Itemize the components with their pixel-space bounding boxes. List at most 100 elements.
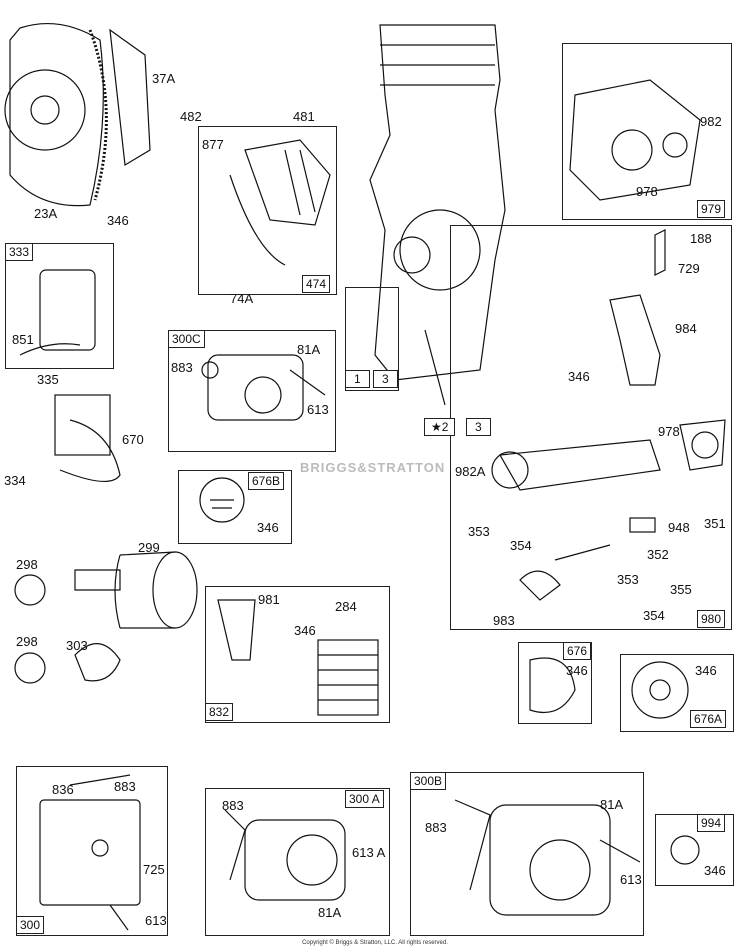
ignition-module-drawing xyxy=(229,139,331,266)
label-351: 351 xyxy=(704,516,726,531)
label-353-2: 353 xyxy=(617,572,639,587)
label-354-1: 354 xyxy=(510,538,532,553)
breather-979-drawing xyxy=(569,79,701,201)
label-613a: 613 A xyxy=(352,845,386,860)
guard-676b-drawing xyxy=(199,477,245,523)
label-346-3: 346 xyxy=(294,623,316,638)
tag-676: 676 xyxy=(563,642,592,660)
tag-676b: 676B xyxy=(248,472,285,490)
guard-676-drawing xyxy=(529,657,689,719)
frame-994 xyxy=(655,814,734,886)
tag-676a: 676A xyxy=(690,710,727,728)
label-481: 481 xyxy=(293,109,315,124)
label-883-2: 883 xyxy=(114,779,136,794)
frame-300 xyxy=(16,766,168,936)
label-981: 981 xyxy=(258,592,280,607)
muffler-300a-drawing xyxy=(224,809,346,901)
label-353-1: 353 xyxy=(468,524,490,539)
tag-474: 474 xyxy=(302,275,331,293)
label-883-1: 883 xyxy=(171,360,193,375)
frame-300b xyxy=(410,772,644,936)
tag-3b: 3 xyxy=(466,418,491,436)
label-303: 303 xyxy=(66,638,88,653)
label-81a-3: 81A xyxy=(600,797,624,812)
label-983: 983 xyxy=(493,613,515,628)
label-81a-2: 81A xyxy=(318,905,342,920)
label-284: 284 xyxy=(335,599,357,614)
label-298-1: 298 xyxy=(16,557,38,572)
label-836: 836 xyxy=(52,782,74,797)
tag-2: ★2 xyxy=(424,418,456,436)
label-81a-1: 81A xyxy=(297,342,321,357)
label-978-2: 978 xyxy=(658,424,680,439)
tag-333: 333 xyxy=(5,243,34,261)
label-729: 729 xyxy=(678,261,700,276)
label-346-4: 346 xyxy=(568,369,590,384)
tag-3a: 3 xyxy=(373,370,398,388)
label-355: 355 xyxy=(670,582,692,597)
label-982: 982 xyxy=(700,114,722,129)
frame-300a xyxy=(205,788,390,936)
tag-300: 300 xyxy=(16,916,45,934)
label-74a: 74A xyxy=(230,291,254,306)
label-346-2: 346 xyxy=(257,520,279,535)
label-346-6: 346 xyxy=(695,663,717,678)
label-725: 725 xyxy=(143,862,165,877)
guard-994-drawing xyxy=(670,835,700,865)
tag-994: 994 xyxy=(697,814,726,832)
label-883-4: 883 xyxy=(425,820,447,835)
tag-300a: 300 A xyxy=(345,790,384,808)
label-335: 335 xyxy=(37,372,59,387)
label-978-1: 978 xyxy=(636,184,658,199)
muffler-300b-drawing xyxy=(454,799,641,916)
tag-980: 980 xyxy=(697,610,726,628)
muffler-300-drawing xyxy=(39,774,141,931)
frame-676 xyxy=(518,642,592,724)
frame-980 xyxy=(450,225,732,630)
label-982a: 982A xyxy=(455,464,486,479)
tag-832: 832 xyxy=(205,703,234,721)
tag-979: 979 xyxy=(697,200,726,218)
frame-1-3 xyxy=(345,287,399,391)
label-613-1: 613 xyxy=(307,402,329,417)
frame-333 xyxy=(5,243,114,369)
frame-832 xyxy=(205,586,390,723)
armature-drawing xyxy=(19,269,96,356)
label-354-2: 354 xyxy=(643,608,665,623)
label-37a: 37A xyxy=(152,71,176,86)
label-352: 352 xyxy=(647,547,669,562)
label-984: 984 xyxy=(675,321,697,336)
frame-676b xyxy=(178,470,292,544)
coil-drawing xyxy=(54,394,121,483)
tag-1: 1 xyxy=(345,370,370,388)
shield-832-drawing xyxy=(217,599,379,716)
watermark: BRIGGS&STRATTON xyxy=(300,460,446,475)
label-346-7: 346 xyxy=(704,863,726,878)
muffler-300c-drawing xyxy=(201,354,326,421)
tag-300b: 300B xyxy=(410,772,447,790)
label-23a: 23A xyxy=(34,206,58,221)
label-346-1: 346 xyxy=(107,213,129,228)
label-299: 299 xyxy=(138,540,160,555)
frame-474 xyxy=(198,126,337,295)
label-670: 670 xyxy=(122,432,144,447)
frame-979 xyxy=(562,43,732,220)
label-613-2: 613 xyxy=(145,913,167,928)
label-346-5: 346 xyxy=(566,663,588,678)
label-298-2: 298 xyxy=(16,634,38,649)
label-188: 188 xyxy=(690,231,712,246)
frame-300c xyxy=(168,330,336,452)
label-883-3: 883 xyxy=(222,798,244,813)
frame-676a xyxy=(620,654,734,732)
flywheel-drawing xyxy=(4,23,151,207)
label-482: 482 xyxy=(180,109,202,124)
label-851: 851 xyxy=(12,332,34,347)
label-948: 948 xyxy=(668,520,690,535)
engine-block-drawing xyxy=(369,24,506,406)
tag-300c: 300C xyxy=(168,330,205,348)
air-cleaner-drawing xyxy=(14,551,198,684)
copyright: Copyright © Briggs & Stratton, LLC. All … xyxy=(302,940,448,946)
starter-motor-980-drawing xyxy=(491,229,726,601)
label-613-3: 613 xyxy=(620,872,642,887)
